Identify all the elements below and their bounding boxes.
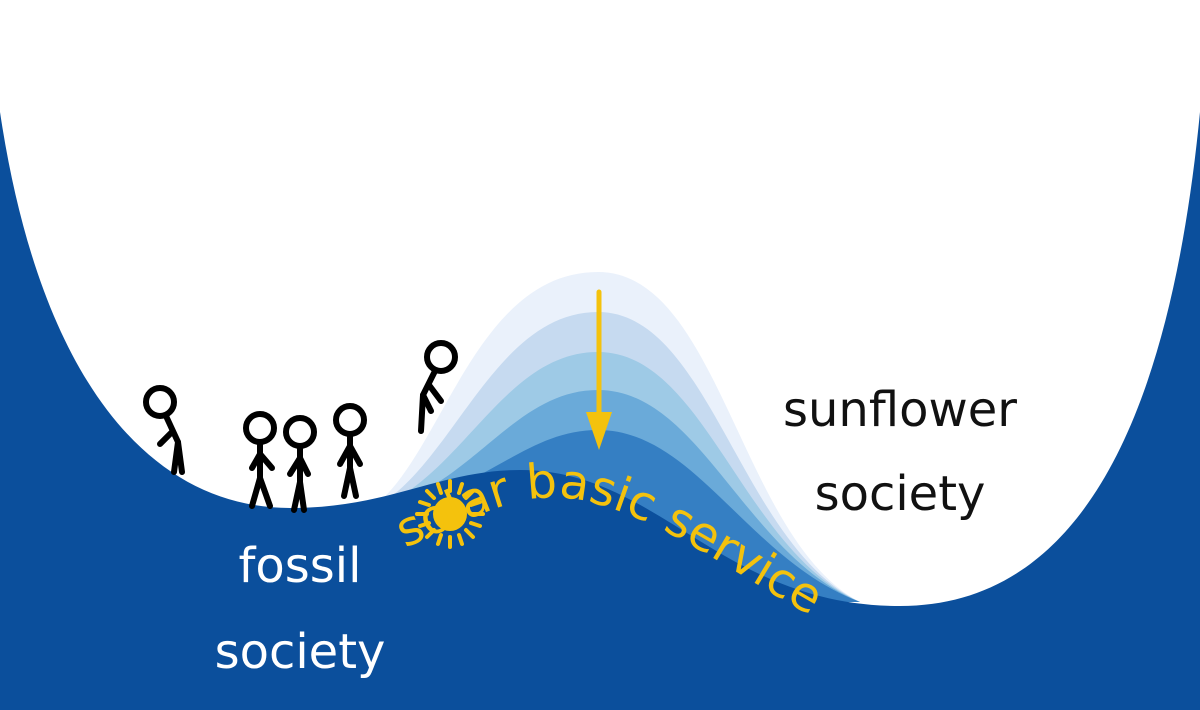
person-icon [418, 340, 458, 434]
person-icon [283, 415, 317, 513]
energy-landscape [0, 112, 1200, 710]
fossil-society-label-line2: society [215, 624, 386, 680]
sun-icon [415, 479, 485, 549]
person-icon [333, 403, 367, 499]
sunflower-society-label-line2: society [815, 466, 986, 522]
fossil-society-label-line1: fossil [239, 538, 362, 594]
person-icon [143, 385, 185, 475]
arrow-down-icon [586, 289, 612, 450]
sunflower-society-label-line1: sunflower [783, 382, 1017, 438]
person-icon [243, 411, 277, 509]
